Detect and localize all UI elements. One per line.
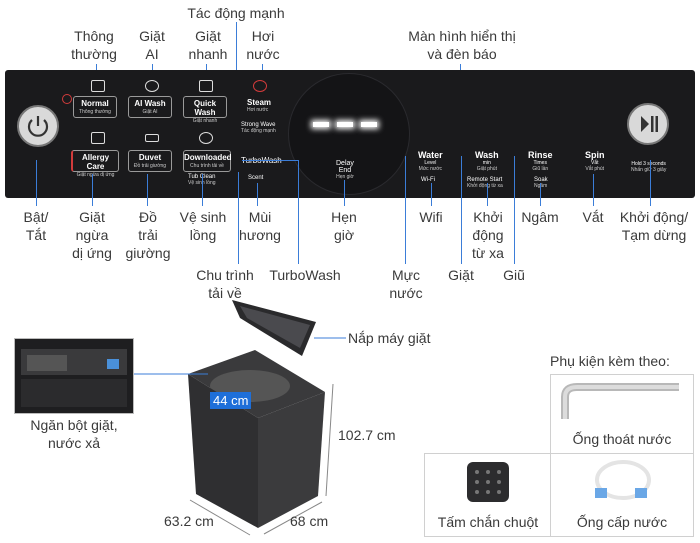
mouse-guard-card: Tấm chắn chuột [424, 453, 552, 537]
hold-3s-text: Hold 3 seconds Nhấn giữ 3 giây [631, 161, 667, 173]
label-wifi: Wifi [419, 209, 443, 225]
spin-button[interactable]: Spin Vắt Vắt phút [585, 150, 605, 172]
wash-button[interactable]: Wash min Giặt phút [475, 150, 499, 172]
inlet-hose-icon [595, 460, 651, 500]
detergent-tray-image [14, 338, 134, 414]
width-dimension: 63.2 cm [164, 513, 214, 529]
quick-wash-icon [199, 80, 213, 92]
label-tac-dong-manh: Tác động mạnh [187, 5, 285, 21]
callout-line [487, 183, 488, 206]
callout-line [257, 183, 258, 206]
ai-wash-icon [145, 80, 159, 92]
power-icon [27, 116, 49, 137]
downloaded-icon [199, 132, 213, 144]
callout-line [514, 156, 515, 264]
wifi-indicator: Wi-Fi [421, 177, 435, 183]
callout-line [92, 174, 93, 206]
height-dimension: 102.7 cm [338, 427, 396, 443]
steam-icon [253, 80, 267, 92]
label-tam-chan-chuot: Tấm chắn chuột [437, 514, 539, 530]
callout-line [147, 174, 148, 206]
label-turbowash: TurboWash [269, 267, 341, 283]
callout-line [242, 160, 298, 161]
callout-line [238, 172, 239, 264]
drain-hose-icon [561, 383, 679, 419]
steam-button[interactable]: Steam Hơi nước [247, 98, 272, 113]
label-nap-may-giat: Nắp máy giặt [348, 330, 431, 346]
callout-line [540, 183, 541, 206]
duvet-icon [145, 134, 159, 142]
callout-line [593, 174, 594, 206]
normal-icon [91, 80, 105, 92]
scent-button[interactable]: Scent [248, 175, 264, 181]
accessories-title: Phụ kiện kèm theo: [550, 353, 670, 369]
label-khoi-dong-tam-dung: Khởi động/Tạm dừng [619, 209, 689, 243]
child-lock-icon [62, 94, 72, 104]
callout-line [405, 156, 406, 264]
label-ngan-bot-giat: Ngăn bột giặt,nước xả [30, 417, 118, 451]
label-giu: Giũ [503, 267, 525, 283]
label-giat: Giặt [448, 267, 474, 283]
callout-line [298, 160, 299, 264]
label-bat-tat: Bật/Tắt [23, 209, 49, 243]
inlet-hose-card: Ống cấp nước [550, 453, 694, 537]
callout-line [650, 160, 651, 206]
diameter-badge: 44 cm [210, 392, 252, 409]
allergy-care-icon [91, 132, 105, 144]
water-level-button[interactable]: Water Level Mức nước [418, 150, 443, 172]
callout-line [344, 180, 345, 206]
callout-line [431, 183, 432, 206]
depth-dimension: 68 cm [290, 513, 329, 529]
label-ong-thoat-nuoc: Ống thoát nước [572, 431, 672, 447]
strong-wave-button[interactable]: Strong Wave Tác động mạnh [241, 122, 276, 134]
start-pause-button[interactable] [627, 103, 669, 145]
label-vat: Vắt [582, 209, 604, 225]
play-pause-icon [641, 116, 658, 132]
label-ngam: Ngâm [521, 209, 559, 225]
label-ong-cap-nuoc: Ống cấp nước [576, 514, 668, 530]
power-button[interactable] [17, 105, 59, 147]
remote-start-indicator: Remote Start Khởi động từ xa [467, 177, 503, 189]
rinse-button[interactable]: Rinse Times Giũ lần [528, 150, 553, 172]
tub-clean-button[interactable]: Tub Clean Vệ sinh lồng [188, 174, 216, 186]
callout-line [202, 174, 203, 206]
display-digits [311, 118, 381, 132]
callout-line [461, 156, 462, 264]
mouse-guard-icon [467, 462, 509, 502]
drain-hose-card: Ống thoát nước [550, 374, 694, 454]
callout-line [36, 160, 37, 206]
display-dial [288, 73, 410, 195]
